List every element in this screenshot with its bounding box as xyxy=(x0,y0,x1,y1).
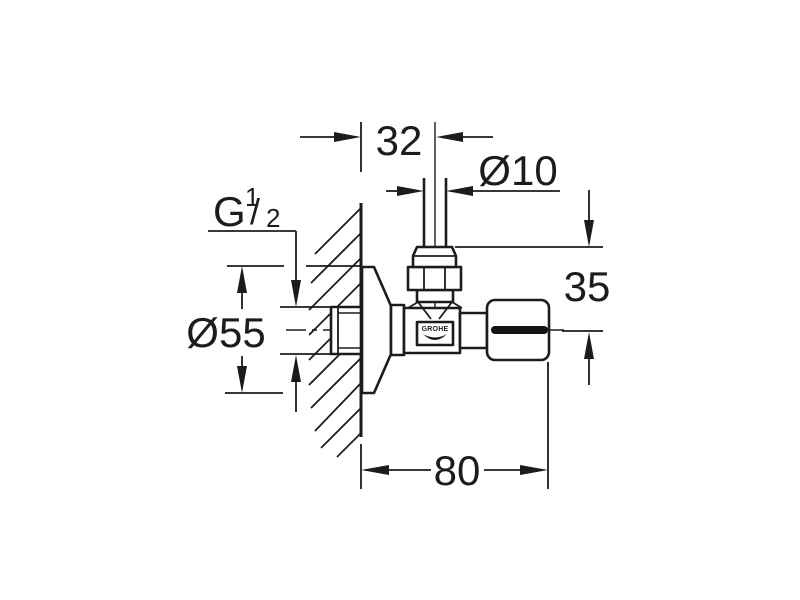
arrowhead xyxy=(334,132,361,142)
arrowhead xyxy=(397,186,424,196)
thread-numerator: 1 xyxy=(245,182,259,212)
brand-plate: GROHE xyxy=(415,320,455,347)
hatch-line xyxy=(310,232,362,284)
arrowhead xyxy=(446,186,473,196)
compression-fitting xyxy=(406,245,463,304)
brand-plate-frame xyxy=(415,320,455,347)
dimension-value-rosette: Ø55 xyxy=(186,309,265,356)
arrowhead xyxy=(520,465,548,475)
hatch-line xyxy=(310,357,362,409)
threaded-tailpiece xyxy=(329,305,363,356)
dimension-value-80: 80 xyxy=(434,447,481,494)
hatch-line xyxy=(320,407,362,449)
brand-logo-text: GROHE xyxy=(422,326,449,333)
funnel-line xyxy=(417,301,432,320)
dimension-value-pipe: Ø10 xyxy=(478,147,557,194)
flange-cone xyxy=(360,265,393,395)
compression-nut xyxy=(406,265,463,292)
fitting-cap xyxy=(411,245,458,269)
dimension-value-32: 32 xyxy=(376,117,423,164)
flange-neck xyxy=(389,303,406,357)
dimension-depth: 80 xyxy=(360,362,549,494)
tailpiece-body xyxy=(329,305,363,356)
funnel-line xyxy=(438,301,453,320)
dimension-inlet-height: 35 xyxy=(455,190,610,385)
arrowhead xyxy=(584,332,594,359)
dimension-wall-offset: 32 xyxy=(300,117,493,172)
dimension-thread-size: G 1 / 2 xyxy=(208,182,341,412)
arrowhead xyxy=(237,266,247,293)
dimension-pipe-diameter: Ø10 xyxy=(386,147,560,196)
hatch-line xyxy=(314,207,362,255)
fitting-collar xyxy=(415,288,455,304)
thread-denominator: 2 xyxy=(266,203,280,233)
handle-assembly xyxy=(458,298,551,362)
arrowhead xyxy=(361,465,389,475)
brand-logo-mark xyxy=(423,334,447,340)
dimension-rosette-diameter: Ø55 xyxy=(186,265,360,394)
arrowhead xyxy=(237,366,247,393)
hatch-line xyxy=(336,432,362,458)
angle-valve: GROHE xyxy=(286,122,564,395)
arrowhead xyxy=(436,132,463,142)
dimension-value-35: 35 xyxy=(564,263,611,310)
arrowhead xyxy=(584,220,594,247)
handle-stem xyxy=(458,311,489,350)
arrowhead xyxy=(291,280,301,307)
thread-fraction-slash: / xyxy=(250,191,260,232)
hatch-line xyxy=(314,382,362,432)
valve-body: GROHE xyxy=(402,301,463,355)
thread-prefix: G xyxy=(213,188,246,235)
rosette-flange xyxy=(360,265,406,395)
inlet-pipe xyxy=(422,178,448,247)
arrowhead xyxy=(291,355,301,382)
